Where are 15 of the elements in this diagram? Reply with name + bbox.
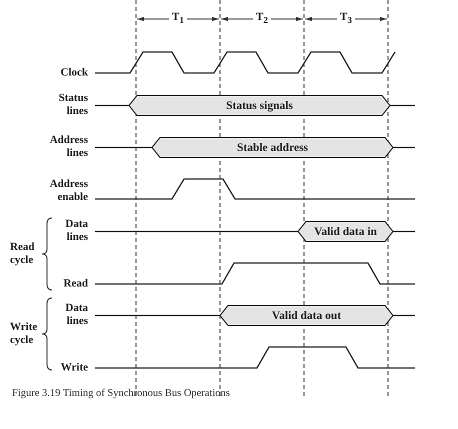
figure-caption: Figure 3.19 Timing of Synchronous Bus Operations — [12, 388, 230, 399]
cycle-label: Read cycle — [10, 241, 36, 267]
bus-value-text: Status signals — [226, 100, 293, 112]
signal-name: Data lines — [64, 302, 88, 328]
signal-name: Address lines — [48, 134, 88, 160]
bus-value-text: Valid data out — [272, 310, 342, 322]
bus-value-text: Stable address — [236, 142, 308, 154]
signal-name: Status lines — [58, 92, 88, 118]
signal-name: Read — [62, 278, 88, 290]
cycle-label: Write cycle — [10, 321, 38, 347]
signal-name: Address enable — [48, 178, 88, 204]
signal-name: Data lines — [64, 218, 88, 244]
signal-name: Clock — [60, 66, 88, 80]
bus-value-text: Valid data in — [314, 226, 377, 238]
signal-name: Write — [60, 362, 88, 374]
